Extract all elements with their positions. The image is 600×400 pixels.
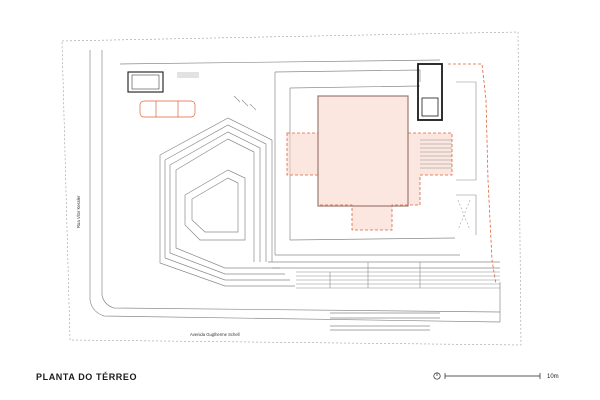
street-label-left: Rua Vitor Kessler [76, 195, 81, 228]
scale-label: 10m [547, 374, 559, 380]
site-boundary [61, 31, 522, 346]
car-icon [139, 100, 196, 118]
scale-bar: 10m [433, 372, 559, 380]
drawing-title: PLANTA DO TÉRREO [36, 372, 138, 382]
entry-box [127, 71, 199, 93]
plaza-steps [296, 262, 500, 289]
building-outline [268, 69, 500, 269]
street-label-bottom: Avenida Guglherme Schell [190, 332, 240, 337]
street-crossing [330, 312, 440, 331]
east-strip [448, 63, 497, 285]
stair-core [417, 63, 452, 169]
building-footprint [286, 95, 453, 231]
street-edges [89, 50, 501, 323]
landscape-terraces [159, 117, 295, 287]
ramp-marks [233, 95, 257, 111]
north-icon [433, 372, 441, 380]
